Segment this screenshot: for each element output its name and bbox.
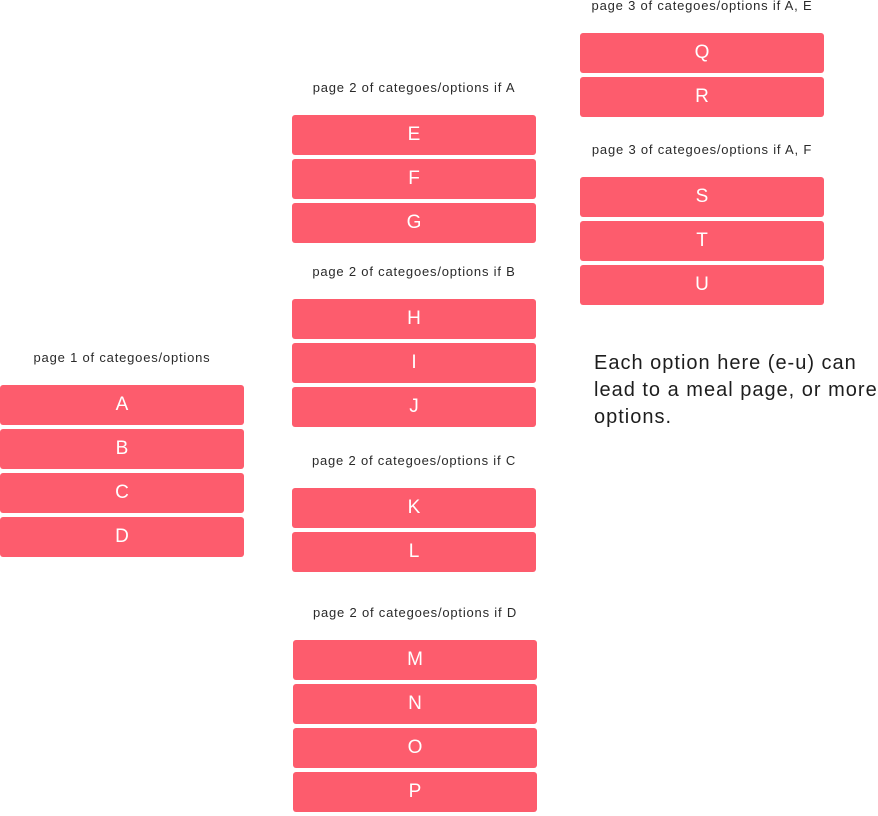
option-r-button[interactable]: R	[580, 77, 824, 117]
option-list: M N O P	[293, 640, 537, 812]
option-d-button[interactable]: D	[0, 517, 244, 557]
group-title: page 3 of categoes/options if A, F	[591, 142, 813, 157]
group-title: page 2 of categoes/options if D	[312, 605, 518, 620]
option-g-button[interactable]: G	[292, 203, 536, 243]
group-title: page 3 of categoes/options if A, E	[591, 0, 813, 13]
option-list: H I J	[292, 299, 536, 427]
option-n-button[interactable]: N	[293, 684, 537, 724]
option-o-button[interactable]: O	[293, 728, 537, 768]
option-t-button[interactable]: T	[580, 221, 824, 261]
group-page-2-if-b: page 2 of categoes/options if B H I J	[292, 264, 536, 431]
option-f-button[interactable]: F	[292, 159, 536, 199]
option-h-button[interactable]: H	[292, 299, 536, 339]
option-list: K L	[292, 488, 536, 572]
option-u-button[interactable]: U	[580, 265, 824, 305]
option-a-button[interactable]: A	[0, 385, 244, 425]
option-e-button[interactable]: E	[292, 115, 536, 155]
option-i-button[interactable]: I	[292, 343, 536, 383]
group-page-3-if-a-e: page 3 of categoes/options if A, E Q R	[580, 0, 824, 121]
explanation-note: Each option here (e-u) can lead to a mea…	[594, 352, 878, 428]
group-page-3-if-a-f: page 3 of categoes/options if A, F S T U	[580, 142, 824, 309]
option-list: E F G	[292, 115, 536, 243]
option-list: A B C D	[0, 385, 244, 557]
option-c-button[interactable]: C	[0, 473, 244, 513]
group-title: page 1 of categoes/options	[33, 350, 211, 365]
group-page-2-if-c: page 2 of categoes/options if C K L	[292, 453, 536, 576]
option-q-button[interactable]: Q	[580, 33, 824, 73]
group-page-2-if-d: page 2 of categoes/options if D M N O P	[293, 605, 537, 816]
group-title: page 2 of categoes/options if A	[312, 80, 516, 95]
option-b-button[interactable]: B	[0, 429, 244, 469]
option-m-button[interactable]: M	[293, 640, 537, 680]
group-title: page 2 of categoes/options if C	[311, 453, 517, 468]
group-page-1: page 1 of categoes/options A B C D	[0, 350, 244, 561]
option-s-button[interactable]: S	[580, 177, 824, 217]
group-title: page 2 of categoes/options if B	[312, 264, 516, 279]
option-list: S T U	[580, 177, 824, 305]
option-k-button[interactable]: K	[292, 488, 536, 528]
group-page-2-if-a: page 2 of categoes/options if A E F G	[292, 80, 536, 247]
option-list: Q R	[580, 33, 824, 117]
option-l-button[interactable]: L	[292, 532, 536, 572]
option-p-button[interactable]: P	[293, 772, 537, 812]
option-j-button[interactable]: J	[292, 387, 536, 427]
